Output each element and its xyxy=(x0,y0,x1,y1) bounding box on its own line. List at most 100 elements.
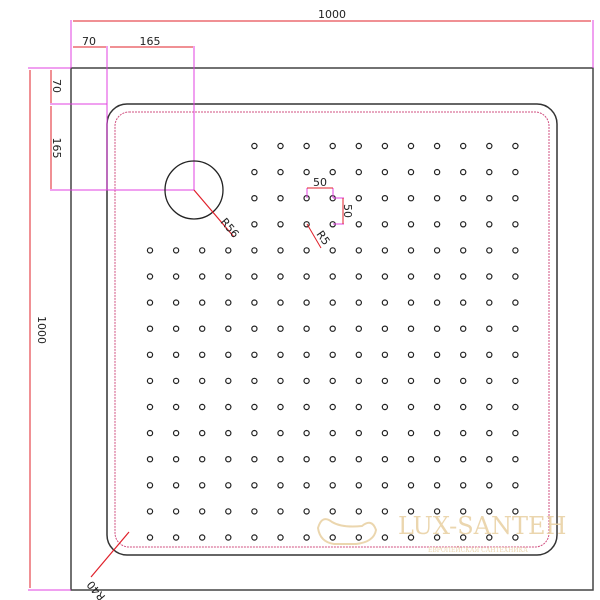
anti-slip-dot xyxy=(303,168,310,176)
anti-slip-dot xyxy=(329,351,336,358)
anti-slip-dot xyxy=(407,168,415,176)
anti-slip-dot xyxy=(225,534,232,541)
anti-slip-dot xyxy=(407,273,415,280)
anti-slip-dot xyxy=(329,403,336,411)
anti-slip-dot xyxy=(277,534,284,541)
anti-slip-dot xyxy=(512,456,519,463)
anti-slip-dot xyxy=(381,273,389,280)
anti-slip-dot xyxy=(433,221,441,228)
dot-spacing-x-label: 50 xyxy=(313,176,327,189)
anti-slip-dot xyxy=(355,142,362,150)
anti-slip-dot xyxy=(251,247,258,254)
anti-slip-dot xyxy=(407,429,415,437)
anti-slip-dot xyxy=(251,142,258,150)
anti-slip-dot xyxy=(303,142,310,150)
anti-slip-dot xyxy=(198,351,206,358)
anti-slip-dot xyxy=(407,325,415,332)
anti-slip-dot xyxy=(198,273,206,280)
overall-length-label: 1000 xyxy=(35,316,48,344)
anti-slip-dot xyxy=(172,247,180,254)
dot-spacing-dimension: 50 50 R5 xyxy=(306,176,354,249)
drain-radius-leader xyxy=(193,189,235,238)
anti-slip-dot xyxy=(460,194,467,202)
anti-slip-dot xyxy=(433,299,441,306)
anti-slip-dot xyxy=(407,194,415,202)
anti-slip-dot xyxy=(303,482,310,489)
anti-slip-dot xyxy=(460,273,467,280)
anti-slip-dot xyxy=(381,299,389,306)
anti-slip-dot xyxy=(172,403,180,411)
anti-slip-dot xyxy=(329,299,336,306)
watermark-tagline: ЕВРОПЕЙСКАЯ САНТЕХНИКА xyxy=(428,546,528,554)
anti-slip-dot xyxy=(460,482,467,489)
anti-slip-dot xyxy=(172,534,180,541)
tray-outer-outline xyxy=(70,67,594,591)
anti-slip-dot xyxy=(381,403,389,411)
anti-slip-dot xyxy=(172,299,180,306)
anti-slip-dot xyxy=(198,508,206,515)
anti-slip-dot xyxy=(198,247,206,254)
drain-offset-y-label: 165 xyxy=(50,138,63,159)
anti-slip-dot xyxy=(355,456,362,463)
anti-slip-dot xyxy=(381,482,389,489)
overall-width-dimension: 1000 xyxy=(70,8,594,68)
anti-slip-dot xyxy=(433,377,441,385)
anti-slip-dot xyxy=(146,247,154,254)
anti-slip-dot xyxy=(407,508,415,515)
anti-slip-dot xyxy=(329,325,336,332)
edge-offset-y-label: 70 xyxy=(50,79,63,93)
anti-slip-dot xyxy=(381,325,389,332)
anti-slip-dot xyxy=(198,456,206,463)
overall-length-dimension: 1000 xyxy=(28,67,71,591)
anti-slip-dot xyxy=(329,273,336,280)
bathtub-logo-icon xyxy=(316,518,378,545)
anti-slip-dot xyxy=(225,273,232,280)
corner-radius-label: R40 xyxy=(84,578,108,600)
anti-slip-dot xyxy=(225,482,232,489)
anti-slip-dot xyxy=(251,456,258,463)
anti-slip-dot xyxy=(512,351,519,358)
anti-slip-dot xyxy=(460,142,467,150)
anti-slip-dot xyxy=(146,403,154,411)
anti-slip-dot xyxy=(303,299,310,306)
anti-slip-dot xyxy=(303,377,310,385)
anti-slip-dot xyxy=(433,403,441,411)
anti-slip-dot xyxy=(512,194,519,202)
anti-slip-dot xyxy=(277,403,284,411)
anti-slip-dot xyxy=(303,247,310,254)
anti-slip-dot xyxy=(433,325,441,332)
drain-radius-label: R56 xyxy=(218,216,242,241)
anti-slip-dot xyxy=(198,429,206,437)
anti-slip-dot xyxy=(486,299,493,306)
anti-slip-dot xyxy=(381,168,389,176)
anti-slip-dot xyxy=(486,508,493,515)
anti-slip-dot xyxy=(486,456,493,463)
anti-slip-dot xyxy=(198,325,206,332)
anti-slip-dot xyxy=(512,482,519,489)
anti-slip-dot xyxy=(433,482,441,489)
anti-slip-dot xyxy=(381,534,389,541)
anti-slip-dot xyxy=(172,456,180,463)
anti-slip-dot xyxy=(251,429,258,437)
anti-slip-dot xyxy=(303,534,310,541)
anti-slip-dot xyxy=(512,377,519,385)
anti-slip-dot xyxy=(512,142,519,150)
lux-santeh-watermark: LUX-SANTEH ЕВРОПЕЙСКАЯ САНТЕХНИКА xyxy=(316,512,566,554)
anti-slip-dot xyxy=(486,273,493,280)
anti-slip-dot xyxy=(146,273,154,280)
anti-slip-dot xyxy=(225,299,232,306)
anti-slip-dot xyxy=(303,429,310,437)
anti-slip-dot xyxy=(486,168,493,176)
anti-slip-dot xyxy=(277,482,284,489)
anti-slip-dot-grid xyxy=(146,142,519,541)
anti-slip-dot xyxy=(251,351,258,358)
anti-slip-dot xyxy=(277,508,284,515)
anti-slip-dot xyxy=(460,168,467,176)
anti-slip-dot xyxy=(381,142,389,150)
anti-slip-dot xyxy=(460,429,467,437)
anti-slip-dot xyxy=(355,299,362,306)
anti-slip-dot xyxy=(172,482,180,489)
anti-slip-dot xyxy=(172,508,180,515)
anti-slip-dot xyxy=(146,508,154,515)
